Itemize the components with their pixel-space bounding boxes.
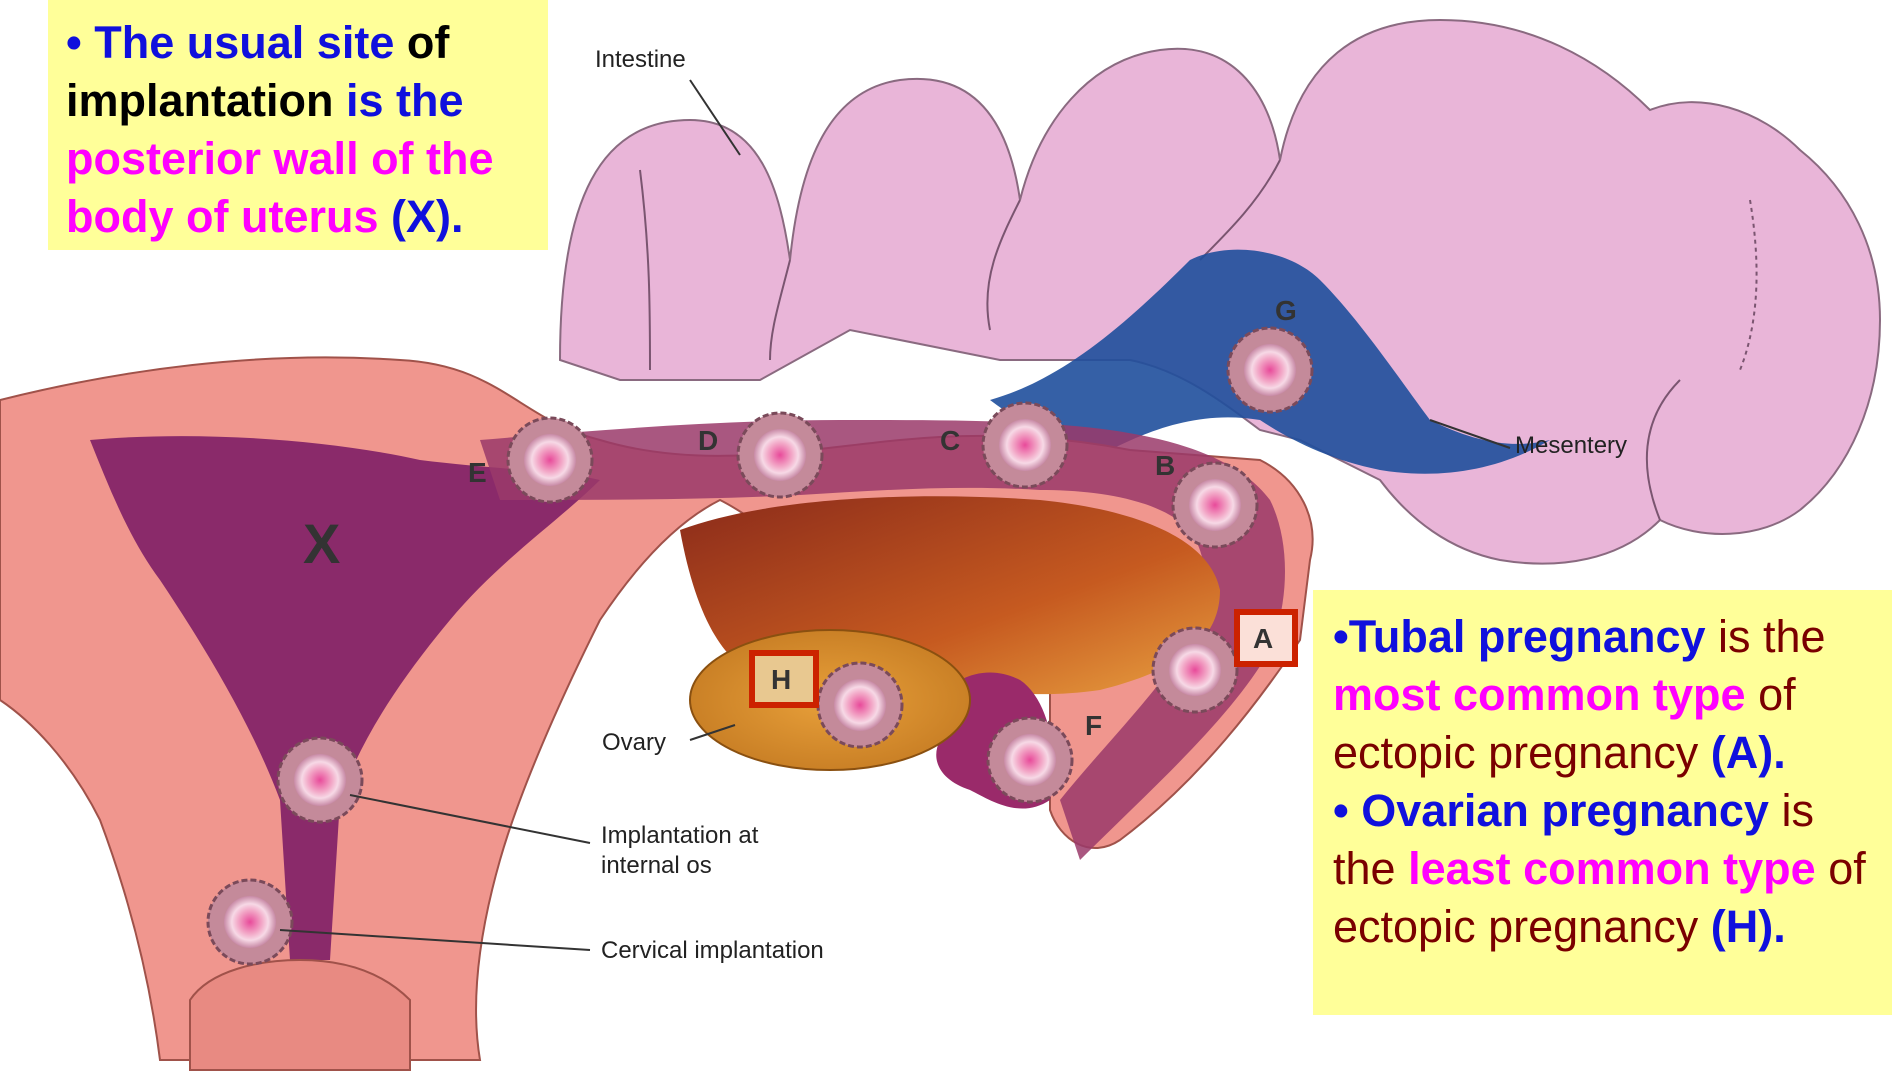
- callout-right-most-common: most common type: [1333, 669, 1746, 720]
- callout-right-bullet-1: •: [1333, 611, 1349, 662]
- embryo-g: [1228, 328, 1312, 412]
- embryo-d: [738, 413, 822, 497]
- label-g: G: [1275, 295, 1297, 326]
- label-d: D: [698, 425, 718, 456]
- label-x: X: [303, 512, 340, 575]
- callout-right-ovarian: Ovarian pregnancy: [1361, 785, 1769, 836]
- embryo-b: [1173, 463, 1257, 547]
- callout-left-usual-site: The usual site: [94, 17, 394, 68]
- embryo-internal-os: [278, 738, 362, 822]
- label-intestine: Intestine: [595, 46, 686, 73]
- callout-right-bullet-2: •: [1333, 785, 1361, 836]
- label-internal-os-2: internal os: [601, 852, 712, 879]
- label-internal-os-1: Implantation at: [601, 822, 759, 849]
- embryo-cervical: [208, 880, 292, 964]
- embryo-f: [988, 718, 1072, 802]
- label-h: H: [771, 664, 791, 695]
- label-e: E: [468, 457, 487, 488]
- label-mesentery: Mesentery: [1515, 432, 1627, 459]
- callout-right-a: (A).: [1711, 727, 1786, 778]
- callout-left-x: (X).: [379, 191, 464, 242]
- callout-right-least-common: least common type: [1408, 843, 1816, 894]
- embryo-c: [983, 403, 1067, 487]
- callout-right-h: (H).: [1711, 901, 1786, 952]
- embryo-e: [508, 418, 592, 502]
- label-ovary: Ovary: [602, 729, 666, 756]
- embryo-a: [1153, 628, 1237, 712]
- label-c: C: [940, 425, 960, 456]
- usual-site-callout: • The usual site of implantation is the …: [48, 0, 548, 250]
- callout-left-bullet: •: [66, 17, 94, 68]
- label-cervical: Cervical implantation: [601, 937, 824, 964]
- callout-right-is-the-1: is the: [1706, 611, 1826, 662]
- label-a: A: [1253, 623, 1273, 654]
- label-b: B: [1155, 450, 1175, 481]
- cervix: [190, 960, 410, 1070]
- callout-right-tubal: Tubal pregnancy: [1349, 611, 1706, 662]
- callout-left-is-the: is the: [334, 75, 464, 126]
- label-f: F: [1085, 710, 1102, 741]
- ectopic-types-callout: •Tubal pregnancy is the most common type…: [1313, 590, 1892, 1015]
- embryo-h: [818, 663, 902, 747]
